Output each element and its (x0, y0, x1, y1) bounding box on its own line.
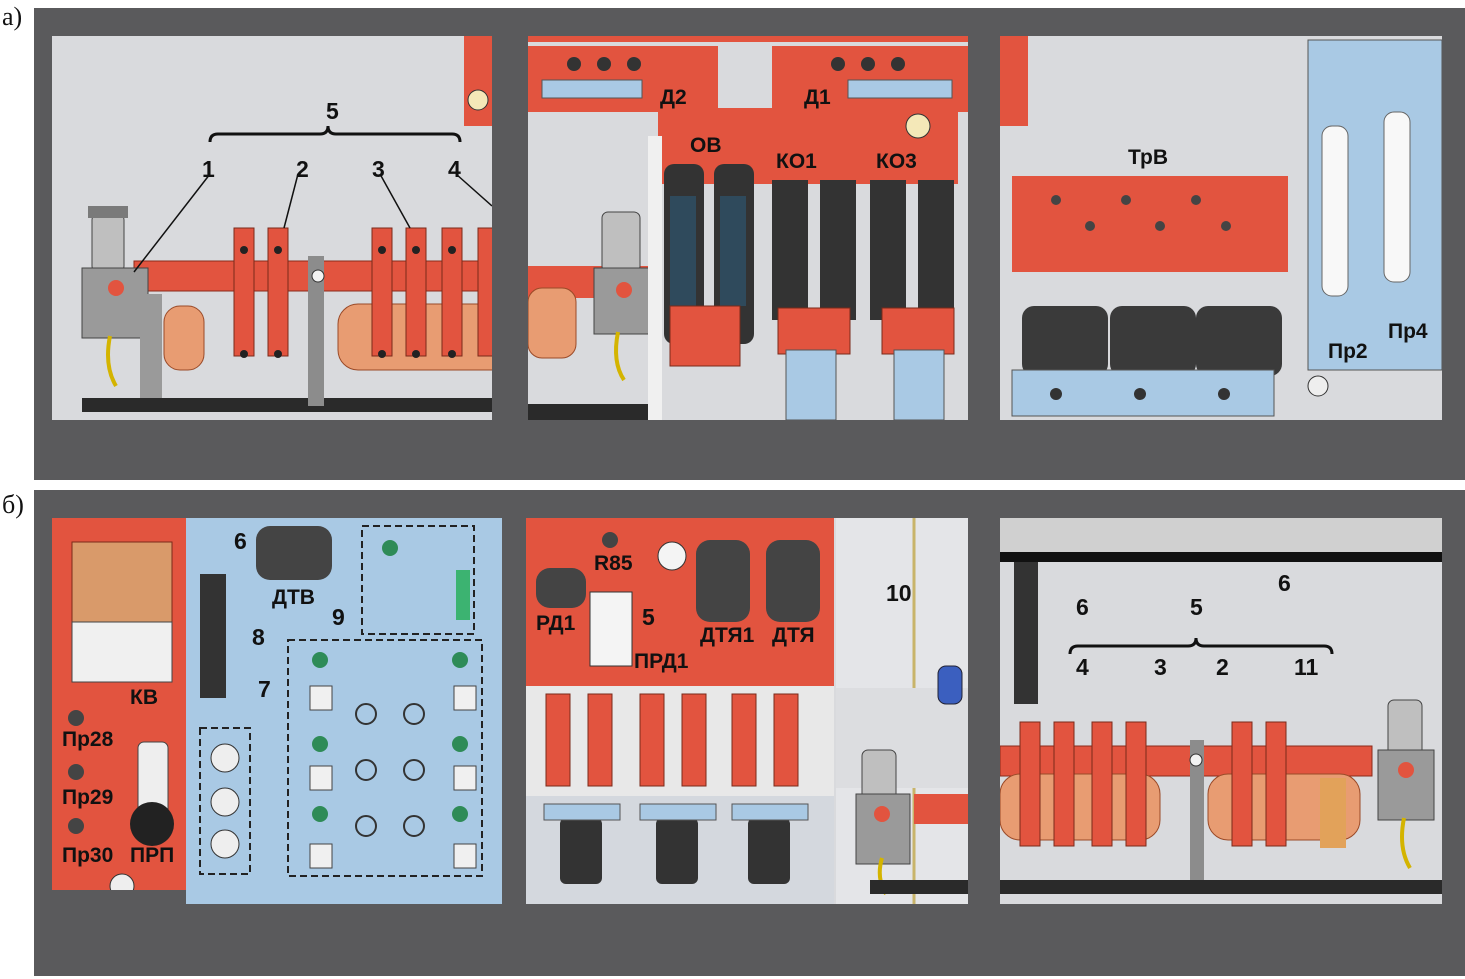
callout-9: 9 (332, 604, 345, 630)
label-dtya1: ДТЯ1 (700, 624, 755, 647)
label-ov: ОВ (690, 134, 722, 157)
label-pr30: Пр30 (62, 844, 114, 867)
label-kv: КВ (130, 686, 158, 709)
label-dtv: ДТВ (272, 586, 315, 609)
label-pr4: Пр4 (1388, 320, 1428, 343)
relay-board-b (199, 525, 483, 877)
callout-3-right: 3 (1154, 654, 1167, 680)
contactor-drawing-a (528, 36, 968, 420)
row-label-b: б) (2, 490, 24, 519)
callout-10: 10 (886, 580, 912, 606)
label-prd1: ПРД1 (634, 650, 689, 673)
callout-5: 5 (326, 98, 339, 124)
callout-6-left: 6 (234, 528, 247, 554)
panel-b-right (1000, 518, 1442, 904)
coupler-drawing-b-right (1000, 518, 1442, 894)
label-pr2: Пр2 (1328, 340, 1368, 363)
panel-a-contactors (528, 36, 968, 420)
callout-2: 2 (296, 156, 309, 182)
label-ko1: КО1 (776, 150, 817, 173)
callout-6-top-right: 6 (1278, 570, 1291, 596)
label-ko3: КО3 (876, 150, 917, 173)
panel-a-transformer-fuses (1000, 36, 1442, 420)
callout-5-right: 5 (1190, 594, 1203, 620)
callout-4: 4 (448, 156, 461, 182)
panel-a-cable-coupler-left (52, 36, 492, 420)
label-rd1: РД1 (536, 612, 576, 635)
panel-b-left-blue (186, 518, 502, 904)
relay-drawing-b-middle (526, 518, 968, 904)
label-dtya: ДТЯ (772, 624, 815, 647)
label-trv: ТрВ (1128, 146, 1169, 169)
callout-1: 1 (202, 156, 215, 182)
callout-7: 7 (258, 676, 271, 702)
transformer-drawing-a (1000, 36, 1442, 417)
callout-5-middle: 5 (642, 604, 655, 630)
callout-2-right: 2 (1216, 654, 1229, 680)
panel-b-middle (526, 518, 968, 904)
panel-b-left-red (52, 518, 186, 890)
callout-8: 8 (252, 624, 265, 650)
callout-3: 3 (372, 156, 385, 182)
label-pr29: Пр29 (62, 786, 114, 809)
label-prp: ПРП (130, 844, 175, 867)
callout-11: 11 (1294, 654, 1319, 680)
row-label-a: а) (2, 2, 23, 31)
label-d2: Д2 (660, 86, 687, 109)
label-r85: R85 (594, 552, 633, 575)
coupler-drawing-a-left (81, 36, 492, 412)
relay-drawing-b-left (68, 541, 174, 890)
callout-4-right: 4 (1076, 654, 1089, 680)
label-pr28: Пр28 (62, 728, 114, 751)
label-d1: Д1 (804, 86, 831, 109)
callout-6-right: 6 (1076, 594, 1089, 620)
